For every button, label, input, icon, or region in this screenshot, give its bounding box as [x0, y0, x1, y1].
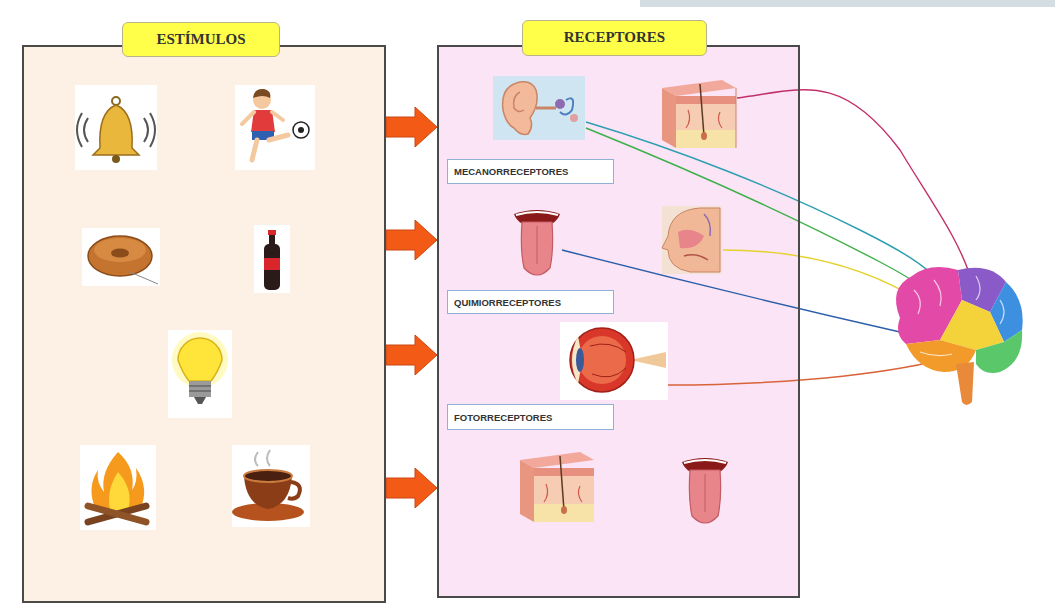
block-arrow [386, 335, 437, 375]
block-arrow [386, 220, 437, 260]
label-box: QUIMIORRECEPTORES [447, 290, 614, 314]
receptor-label: MECANORRECEPTORES [454, 166, 568, 177]
ear-icon [493, 76, 585, 140]
group-panel: RECEPTORESMECANORRECEPTORESQUIMIORRECEPT… [437, 45, 800, 598]
nerve-line [562, 90, 972, 385]
bell-icon [75, 85, 157, 170]
panel-heading: RECEPTORES [522, 20, 707, 56]
top-strip [640, 0, 1055, 7]
brain-icon [896, 267, 1023, 405]
coffee-cup-icon [232, 445, 310, 527]
group-panel: ESTÍMULOS [22, 45, 386, 603]
eye-icon [560, 322, 668, 400]
skin-icon [662, 80, 736, 148]
panel-ground [23, 46, 385, 602]
tongue-icon [682, 458, 728, 523]
receptor-label: QUIMIORRECEPTORES [454, 297, 561, 308]
label-box: FOTORRECEPTORES [447, 404, 614, 430]
block-arrow [386, 468, 437, 508]
soda-bottle-icon [254, 225, 290, 293]
nose-icon [662, 206, 722, 274]
label-box: MECANORRECEPTORES [447, 159, 614, 184]
receptor-label: FOTORRECEPTORES [454, 412, 552, 423]
panel-ground [438, 46, 799, 597]
tongue-icon [514, 210, 560, 275]
donut-icon [82, 228, 160, 286]
light-bulb-icon [168, 330, 232, 418]
skin-icon [520, 452, 594, 522]
campfire-icon [80, 445, 156, 530]
panel-heading: ESTÍMULOS [122, 22, 280, 57]
boy-kicking-ball-icon [235, 85, 315, 170]
block-arrow [386, 107, 437, 147]
